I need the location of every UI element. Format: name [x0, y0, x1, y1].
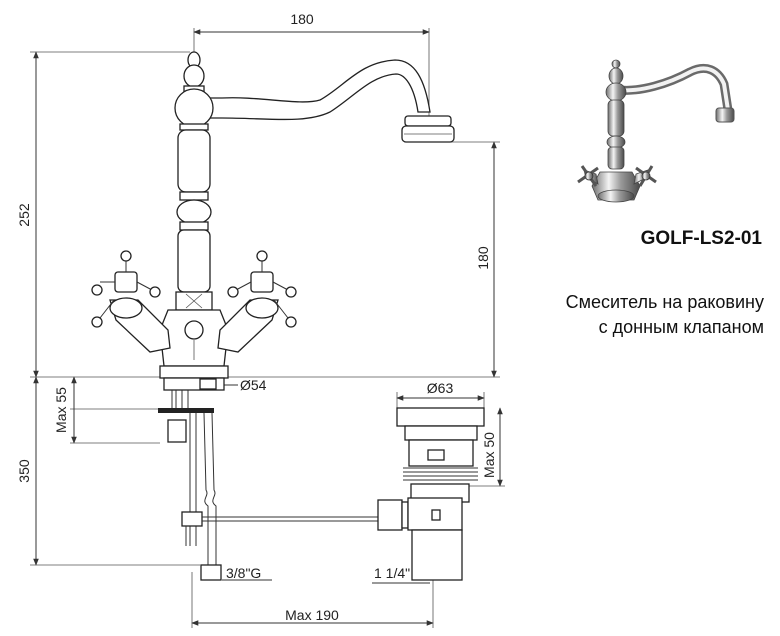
product-photo: [577, 59, 735, 203]
dim-base-diameter: Ø54: [240, 377, 267, 393]
dim-spout-height: 180: [475, 246, 491, 270]
dim-drain-max-height: Max 50: [481, 432, 497, 478]
dimension-labels: 180 252 180 Ø54 Max 55 350 Ø63 Max 50 3/…: [16, 11, 497, 623]
dim-total-height: 252: [16, 203, 32, 227]
dim-spout-reach: 180: [290, 11, 314, 27]
model-name: GOLF-LS2-01: [640, 228, 762, 249]
faucet-drawing: [91, 51, 455, 581]
dim-max-countertop: Max 55: [53, 387, 69, 433]
dim-drain-diameter: Ø63: [427, 380, 454, 396]
dimension-lines: [30, 28, 505, 628]
dim-hose-thread: 3/8"G: [226, 565, 261, 581]
dim-hose-length: 350: [16, 459, 32, 483]
dim-max-rod-distance: Max 190: [285, 607, 339, 623]
product-description: Смеситель на раковину с донным клапаном: [494, 290, 764, 340]
description-line-2: с донным клапаном: [598, 317, 764, 337]
dim-drain-thread: 1 1/4": [374, 565, 410, 581]
description-line-1: Смеситель на раковину: [565, 292, 764, 312]
drain-valve-drawing: [377, 407, 485, 581]
